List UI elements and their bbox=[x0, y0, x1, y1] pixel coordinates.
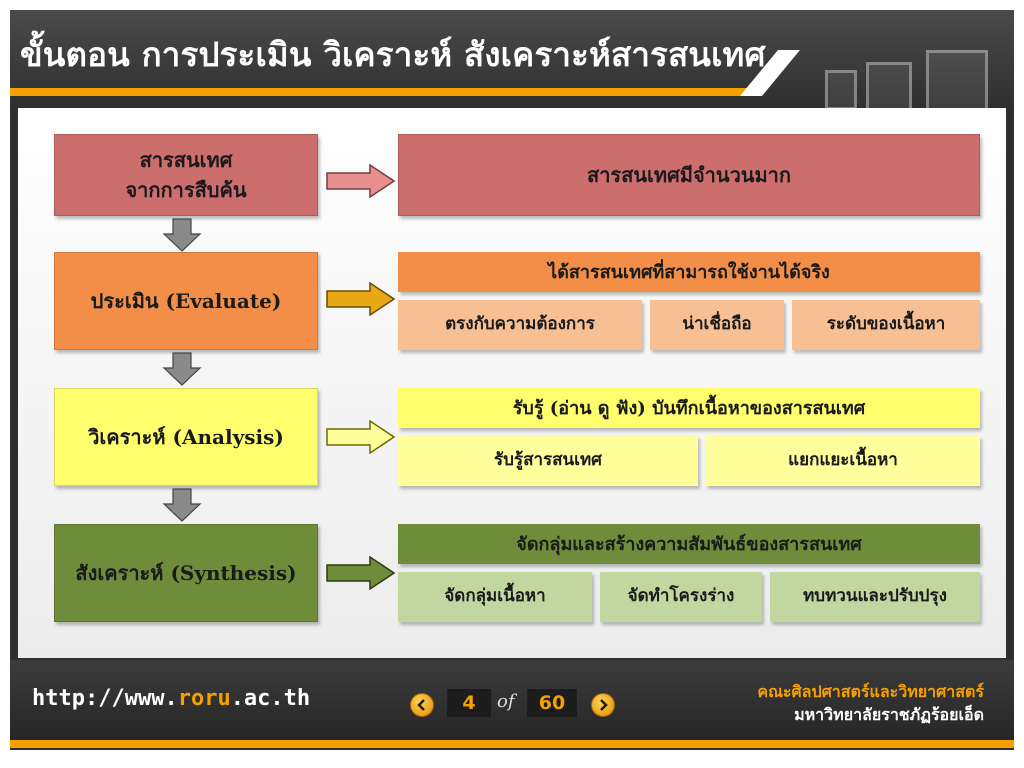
page-of-label: of bbox=[497, 691, 515, 712]
evaluate-criterion: ระดับของเนื้อหา bbox=[792, 300, 980, 350]
total-pages: 60 bbox=[527, 689, 577, 717]
analysis-result-box: รับรู้ (อ่าน ดู ฟัง) บันทึกเนื้อหาของสาร… bbox=[398, 388, 980, 428]
analysis-label: วิเคราะห์ (Analysis) bbox=[88, 425, 284, 449]
arrow-down-3 bbox=[162, 488, 202, 522]
evaluate-label: ประเมิน (Evaluate) bbox=[90, 289, 282, 313]
source-box: สารสนเทศ จากการสืบค้น bbox=[54, 134, 318, 216]
faculty-name: คณะศิลปศาสตร์และวิทยาศาสตร์ bbox=[757, 682, 984, 701]
decor-square-medium bbox=[866, 62, 912, 114]
synthesis-result: จัดกลุ่มและสร้างความสัมพันธ์ของสารสนเทศ bbox=[516, 533, 862, 555]
synthesis-criterion: จัดกลุ่มเนื้อหา bbox=[398, 572, 592, 622]
synthesis-result-box: จัดกลุ่มและสร้างความสัมพันธ์ของสารสนเทศ bbox=[398, 524, 980, 564]
slide-footer bbox=[10, 660, 1014, 740]
prev-page-button[interactable] bbox=[410, 693, 434, 717]
evaluate-result: ได้สารสนเทศที่สามารถใช้งานได้จริง bbox=[548, 261, 830, 283]
chevron-right-icon bbox=[600, 699, 608, 711]
current-page: 4 bbox=[447, 689, 491, 717]
next-page-button[interactable] bbox=[591, 693, 615, 717]
analysis-criterion: แยกแยะเนื้อหา bbox=[706, 436, 980, 486]
arrow-down-1 bbox=[162, 218, 202, 252]
arrow-right-evaluate bbox=[326, 282, 396, 316]
arrow-down-2 bbox=[162, 352, 202, 386]
evaluate-box: ประเมิน (Evaluate) bbox=[54, 252, 318, 350]
arrow-right-source bbox=[326, 164, 396, 198]
source-line2: จากการสืบค้น bbox=[125, 178, 247, 202]
evaluate-criterion: ตรงกับความต้องการ bbox=[398, 300, 642, 350]
arrow-right-synthesis bbox=[326, 556, 396, 590]
footer-accent-bar bbox=[10, 740, 1014, 748]
decor-square-small bbox=[825, 70, 857, 110]
title-slant bbox=[740, 50, 800, 96]
source-result: สารสนเทศมีจำนวนมาก bbox=[586, 163, 791, 187]
analysis-box: วิเคราะห์ (Analysis) bbox=[54, 388, 318, 486]
source-result-box: สารสนเทศมีจำนวนมาก bbox=[398, 134, 980, 216]
slide-title: ขั้นตอน การประเมิน วิเคราะห์ สังเคราะห์ส… bbox=[20, 35, 766, 74]
footer-url[interactable]: http://www.roru.ac.th bbox=[32, 686, 311, 711]
synthesis-box: สังเคราะห์ (Synthesis) bbox=[54, 524, 318, 622]
university-name: มหาวิทยาลัยราชภัฏร้อยเอ็ด bbox=[794, 705, 984, 724]
synthesis-criterion: ทบทวนและปรับปรุง bbox=[770, 572, 980, 622]
evaluate-result-box: ได้สารสนเทศที่สามารถใช้งานได้จริง bbox=[398, 252, 980, 292]
analysis-criterion: รับรู้สารสนเทศ bbox=[398, 436, 698, 486]
source-line1: สารสนเทศ bbox=[139, 148, 233, 172]
arrow-right-analysis bbox=[326, 420, 396, 454]
synthesis-criterion: จัดทำโครงร่าง bbox=[600, 572, 762, 622]
chevron-left-icon bbox=[417, 699, 425, 711]
analysis-result: รับรู้ (อ่าน ดู ฟัง) บันทึกเนื้อหาของสาร… bbox=[512, 397, 866, 419]
synthesis-label: สังเคราะห์ (Synthesis) bbox=[75, 561, 297, 585]
evaluate-criterion: น่าเชื่อถือ bbox=[650, 300, 784, 350]
title-underline bbox=[10, 88, 762, 96]
